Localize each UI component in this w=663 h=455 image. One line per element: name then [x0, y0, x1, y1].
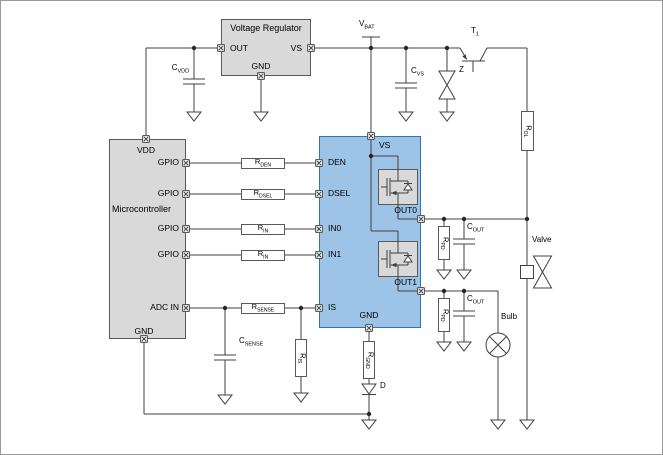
zener-z-symbol [438, 70, 456, 100]
z-label: Z [459, 65, 464, 74]
regulator-pin-out: OUT [230, 42, 248, 53]
bulb-symbol [485, 332, 511, 358]
t1-transistor [459, 47, 488, 72]
resistor-rpd1: RPD [438, 298, 450, 332]
mcu-pin-vdd: VDD [137, 145, 155, 155]
resistor-rin1: RIN [241, 248, 285, 261]
cvs-label: CVS [411, 66, 425, 78]
d-label: D [380, 381, 386, 390]
rsense-label: RSENSE [251, 301, 275, 314]
ic-pin-gnd: GND [359, 310, 379, 320]
ic-pin-in0: IN0 [328, 223, 342, 233]
regulator-pin-gnd: GND [251, 61, 271, 71]
bulb-label: Bulb [501, 312, 518, 321]
ic-pin-vs: VS [379, 140, 391, 150]
mcu-pin-gpio3: GPIO [157, 249, 179, 259]
valve-symbol [520, 255, 553, 289]
cout0-label: COUT [467, 222, 485, 234]
ic-pin-den: DEN [328, 157, 346, 167]
ic-pin-dsel: DSEL [328, 188, 351, 198]
rpd1-label: RPD [438, 308, 451, 322]
resistor-rin0: RIN [241, 222, 285, 235]
regulator-title: Voltage Regulator [230, 23, 302, 33]
cvdd-label: CVDD [171, 63, 189, 75]
resistor-ris: RIS [295, 339, 307, 377]
csense-label: CSENSE [239, 336, 264, 348]
valve-label: Valve [532, 235, 552, 244]
resistor-rdsel: RDSEL [241, 187, 285, 200]
mcu-pin-gpio1: GPIO [157, 188, 179, 198]
resistor-rden: RDEN [241, 156, 285, 169]
resistor-rgnd: RGND [363, 341, 375, 379]
diode-d-symbol [361, 383, 377, 395]
cout1-label: COUT [467, 294, 485, 306]
rpd0-label: RPD [438, 236, 451, 250]
rin0-label: RIN [257, 222, 269, 235]
mcu-pin-adc: ADC IN [150, 302, 179, 312]
mcu-pin-gnd: GND [134, 326, 154, 336]
ic-pin-out0: OUT0 [394, 205, 417, 215]
mosfet0-box [378, 169, 418, 205]
rin1-label: RIN [257, 248, 269, 261]
resistor-rpd0: RPD [438, 226, 450, 260]
rgnd-label: RGND [363, 351, 376, 369]
ic-pin-out1: OUT1 [394, 277, 417, 287]
ic-pin-in1: IN1 [328, 249, 342, 259]
mcu-pin-gpio2: GPIO [157, 223, 179, 233]
ris-label: RIS [295, 352, 308, 364]
rdsel-label: RDSEL [253, 187, 273, 200]
resistor-rsense: RSENSE [241, 301, 285, 314]
rol-label: ROL [522, 124, 534, 138]
mcu-pin-gpio0: GPIO [157, 157, 179, 167]
rden-label: RDEN [254, 156, 272, 169]
regulator-pin-vs: VS [290, 42, 302, 53]
vbat-label: VBAT [359, 19, 375, 31]
mosfet1-box [378, 241, 418, 277]
ic-pin-is: IS [328, 302, 337, 312]
mcu-title: Microcontroller [112, 204, 172, 214]
resistor-rol: ROL [521, 111, 534, 151]
t1-label: T1 [471, 26, 479, 38]
